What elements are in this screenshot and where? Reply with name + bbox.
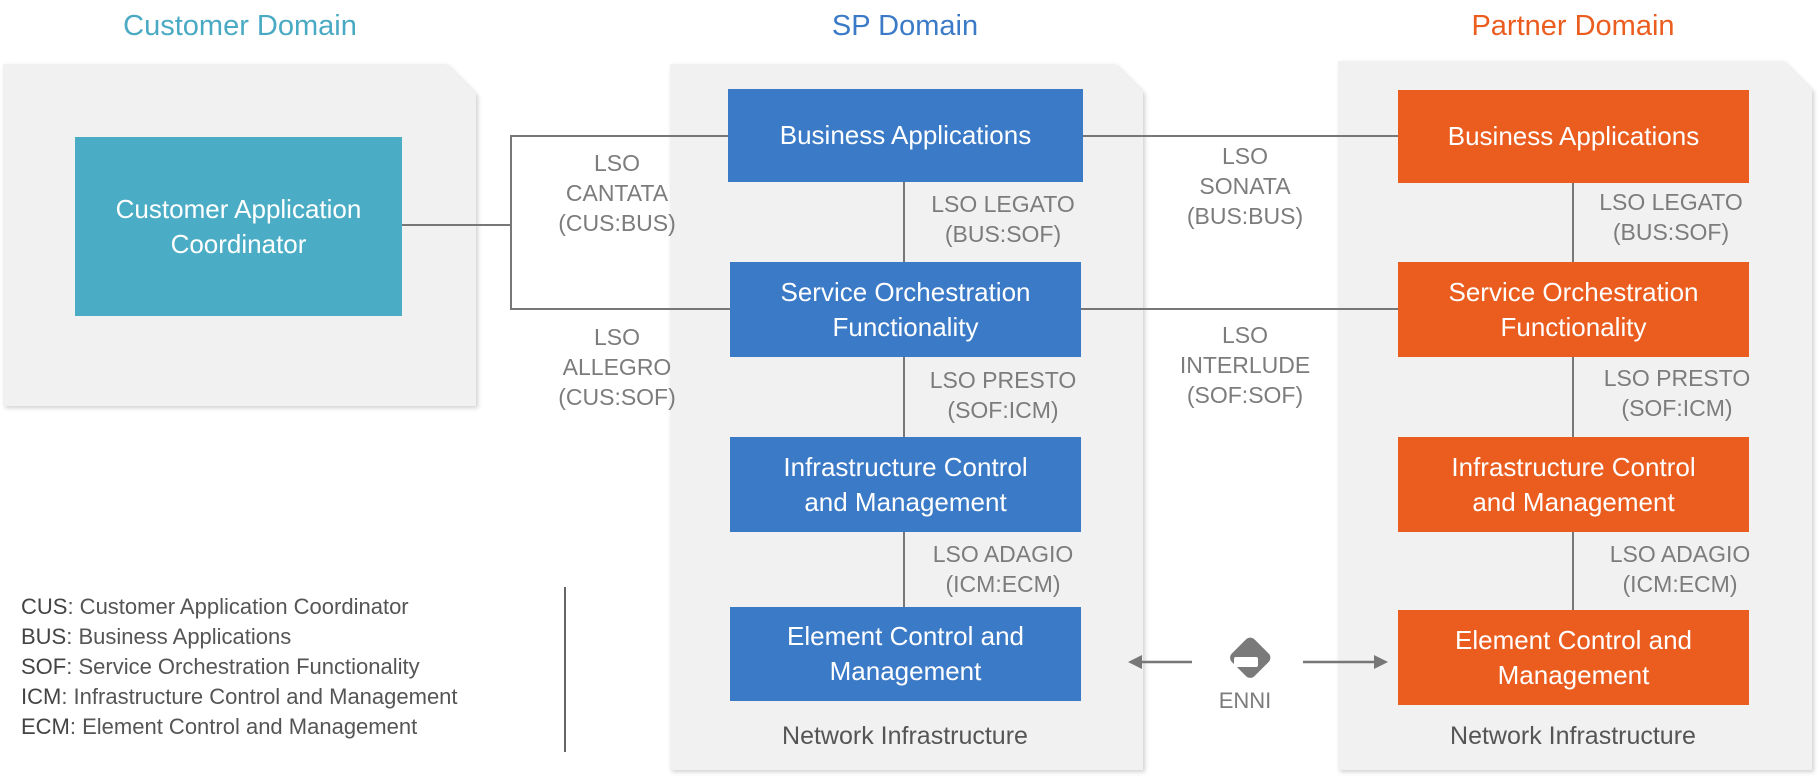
interlude-line	[1081, 308, 1398, 310]
sp-domain-title: SP Domain	[831, 10, 979, 42]
legend-text: : Service Orchestration Functionality	[66, 654, 420, 679]
branch-connector	[510, 135, 512, 310]
partner-legato-line	[1572, 182, 1574, 262]
partner-service-orchestration-box: Service Orchestration Functionality	[1398, 262, 1749, 357]
allegro-line	[510, 308, 730, 310]
legend-text: : Business Applications	[66, 624, 292, 649]
legend-divider	[564, 587, 566, 752]
legend-row: ICM: Infrastructure Control and Manageme…	[21, 684, 458, 710]
legend-abbr: BUS	[21, 624, 67, 649]
partner-element-control-box: Element Control and Management	[1398, 610, 1749, 705]
enni-connector	[1128, 637, 1388, 678]
enni-icon	[1230, 637, 1271, 678]
left-arrow-icon	[1128, 655, 1142, 669]
sp-lso-legato-label: LSO LEGATO (BUS:SOF)	[931, 191, 1075, 247]
sp-lso-presto-label: LSO PRESTO (SOF:ICM)	[929, 367, 1077, 423]
partner-domain-title: Partner Domain	[1471, 10, 1675, 42]
lso-interlude-label: LSO INTERLUDE (SOF:SOF)	[1179, 322, 1311, 408]
legend-abbr: SOF	[21, 654, 67, 679]
sp-lso-adagio-label: LSO ADAGIO (ICM:ECM)	[932, 541, 1074, 597]
legend-abbr: CUS	[21, 594, 68, 619]
enni-label: ENNI	[1218, 688, 1272, 713]
sp-network-infrastructure-label: Network Infrastructure	[782, 722, 1028, 750]
legend-abbr: ICM	[21, 684, 62, 709]
legend-row: CUS: Customer Application Coordinator	[21, 594, 409, 620]
partner-business-applications-box: Business Applications	[1398, 90, 1749, 183]
right-arrow-icon	[1374, 655, 1388, 669]
legend-text: : Element Control and Management	[69, 714, 418, 739]
legend-abbr: ECM	[21, 714, 70, 739]
sp-presto-line	[903, 357, 905, 437]
partner-lso-adagio-label: LSO ADAGIO (ICM:ECM)	[1609, 541, 1751, 597]
legend-text: : Customer Application Coordinator	[67, 594, 409, 619]
sp-domain-panel	[670, 64, 1143, 770]
cac-connector	[402, 224, 512, 226]
lso-sonata-label: LSO SONATA (BUS:BUS)	[1186, 143, 1304, 229]
sp-adagio-line	[903, 532, 905, 607]
lso-allegro-label: LSO ALLEGRO (CUS:SOF)	[558, 324, 676, 410]
sp-service-orchestration-box: Service Orchestration Functionality	[730, 262, 1081, 357]
partner-lso-legato-label: LSO LEGATO (BUS:SOF)	[1599, 189, 1743, 245]
legend-row: BUS: Business Applications	[21, 624, 291, 650]
sonata-line	[1083, 135, 1398, 137]
partner-presto-line	[1572, 357, 1574, 437]
customer-application-coordinator-box: Customer Application Coordinator	[75, 137, 402, 316]
partner-domain-panel	[1338, 61, 1812, 770]
legend-row: ECM: Element Control and Management	[21, 714, 417, 740]
sp-infrastructure-control-box: Infrastructure Control and Management	[730, 437, 1081, 532]
partner-infrastructure-control-box: Infrastructure Control and Management	[1398, 437, 1749, 532]
legend-row: SOF: Service Orchestration Functionality	[21, 654, 420, 680]
sp-element-control-box: Element Control and Management	[730, 607, 1081, 701]
partner-adagio-line	[1572, 532, 1574, 610]
cantata-line	[510, 135, 728, 137]
customer-domain-title: Customer Domain	[123, 10, 357, 42]
sp-business-applications-box: Business Applications	[728, 89, 1083, 182]
partner-network-infrastructure-label: Network Infrastructure	[1450, 722, 1696, 750]
lso-cantata-label: LSO CANTATA (CUS:BUS)	[558, 150, 676, 236]
sp-legato-line	[903, 182, 905, 262]
partner-lso-presto-label: LSO PRESTO (SOF:ICM)	[1603, 365, 1751, 421]
legend-text: : Infrastructure Control and Management	[61, 684, 458, 709]
